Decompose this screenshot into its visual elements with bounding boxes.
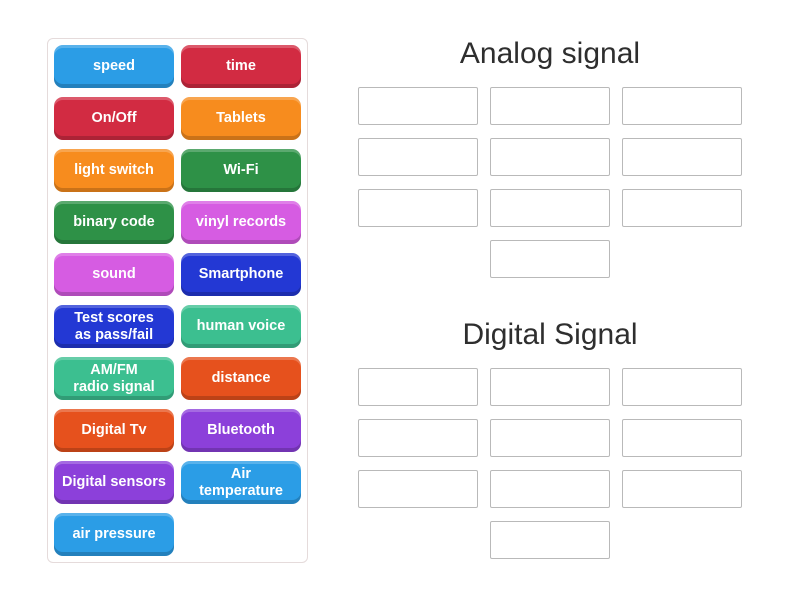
drop-slot[interactable] [358, 470, 478, 508]
word-tile[interactable]: light switch [54, 149, 174, 192]
word-tile[interactable]: Wi-Fi [181, 149, 301, 192]
word-tile[interactable]: AM/FM radio signal [54, 357, 174, 400]
word-tile[interactable]: Tablets [181, 97, 301, 140]
word-tile[interactable]: vinyl records [181, 201, 301, 244]
drop-slot[interactable] [622, 470, 742, 508]
drop-slot[interactable] [358, 87, 478, 125]
word-tile[interactable]: time [181, 45, 301, 88]
drop-slot[interactable] [358, 419, 478, 457]
word-tile[interactable]: Smartphone [181, 253, 301, 296]
drop-slot[interactable] [622, 368, 742, 406]
group-analog-signal: Analog signal [358, 36, 742, 278]
word-tile[interactable]: Digital Tv [54, 409, 174, 452]
drop-slot[interactable] [490, 240, 610, 278]
drop-slot[interactable] [622, 419, 742, 457]
drop-slot[interactable] [622, 87, 742, 125]
word-tile[interactable]: Test scores as pass/fail [54, 305, 174, 348]
drop-slot[interactable] [490, 189, 610, 227]
slot-grid-analog [358, 87, 742, 278]
word-tile[interactable]: distance [181, 357, 301, 400]
word-tile[interactable]: Bluetooth [181, 409, 301, 452]
drop-slot[interactable] [490, 419, 610, 457]
drop-slot[interactable] [490, 521, 610, 559]
word-tile[interactable]: On/Off [54, 97, 174, 140]
group-title-digital: Digital Signal [462, 318, 638, 351]
word-tile[interactable]: speed [54, 45, 174, 88]
word-tile[interactable]: Digital sensors [54, 461, 174, 504]
drop-slot[interactable] [490, 138, 610, 176]
drop-slot[interactable] [622, 138, 742, 176]
drop-slot[interactable] [490, 470, 610, 508]
drop-slot[interactable] [358, 138, 478, 176]
drop-slot[interactable] [358, 189, 478, 227]
drop-slot[interactable] [490, 368, 610, 406]
group-title-analog: Analog signal [459, 37, 641, 70]
word-tile[interactable]: binary code [54, 201, 174, 244]
word-tile[interactable]: sound [54, 253, 174, 296]
drop-slot[interactable] [358, 368, 478, 406]
word-tile[interactable]: air pressure [54, 513, 174, 556]
drop-slot[interactable] [622, 189, 742, 227]
word-tile[interactable]: Air temperature [181, 461, 301, 504]
word-tile[interactable]: human voice [181, 305, 301, 348]
group-digital-signal: Digital Signal [358, 317, 742, 559]
drop-slot[interactable] [490, 87, 610, 125]
slot-grid-digital [358, 368, 742, 559]
